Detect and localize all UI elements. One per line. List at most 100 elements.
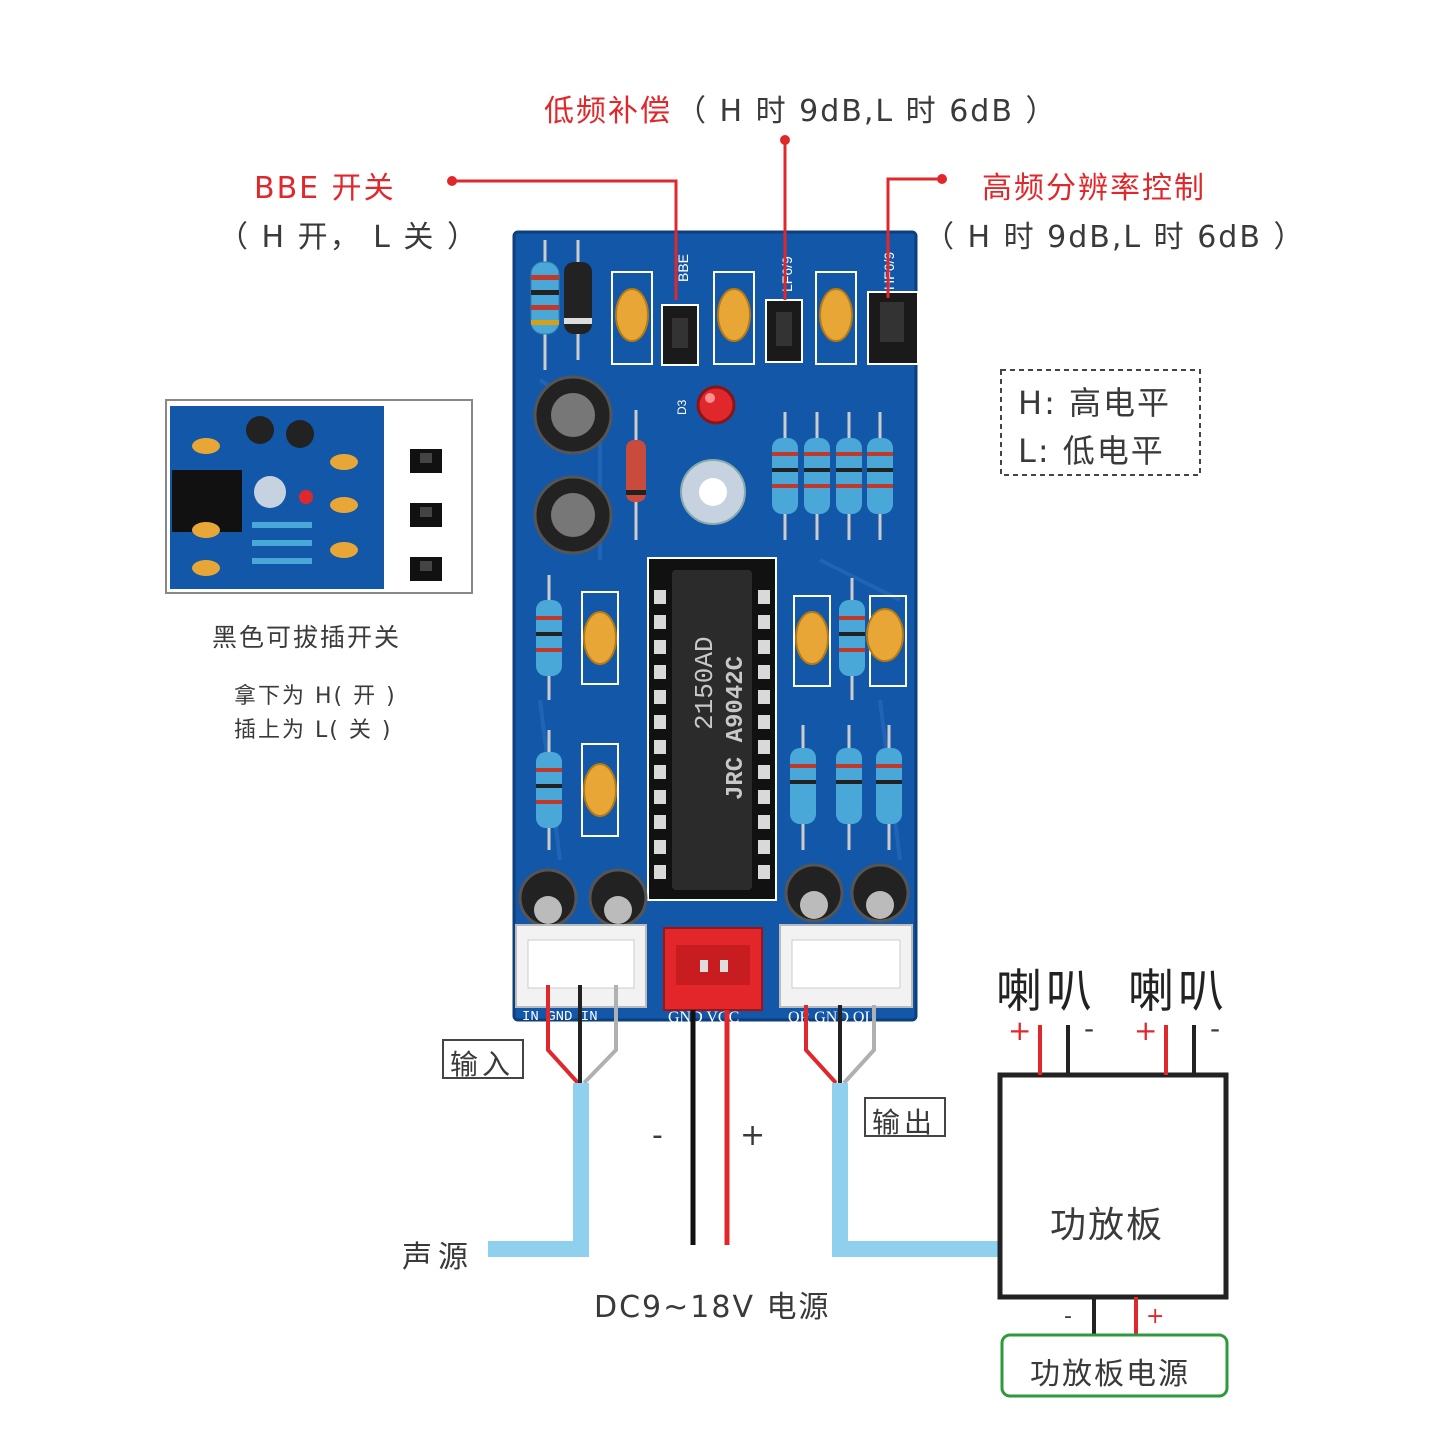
header-bbe-label: BBE bbox=[675, 254, 691, 282]
bbe-switch-detail: （ H 开， L 关 ） bbox=[218, 220, 479, 255]
ic-pin bbox=[654, 765, 666, 779]
diode-top bbox=[564, 240, 592, 360]
ic-pin bbox=[654, 665, 666, 679]
ceramic-capacitor-2 bbox=[713, 271, 755, 365]
ic-pin bbox=[758, 665, 770, 679]
jumper-bbe[interactable] bbox=[661, 304, 699, 366]
source-label: 声源 bbox=[402, 1240, 474, 1275]
resistor-left-2 bbox=[536, 730, 562, 850]
jumper-caption: 黑色可拔插开关 bbox=[212, 623, 402, 652]
speaker2-plus: + bbox=[1134, 1014, 1160, 1047]
ceramic-capacitor-4 bbox=[581, 591, 619, 685]
bass-comp-label: 低频补偿 bbox=[544, 94, 672, 129]
speaker2-minus: - bbox=[1210, 1012, 1223, 1045]
ceramic-capacitor-5 bbox=[581, 743, 619, 837]
resistor-right-1 bbox=[839, 578, 865, 700]
ic-pin bbox=[758, 715, 770, 729]
amp-power-minus: - bbox=[1064, 1304, 1074, 1329]
chip-marking-1: 2150AD bbox=[690, 636, 720, 730]
amp-power-wires bbox=[1092, 1297, 1138, 1335]
power-wires bbox=[690, 1010, 730, 1245]
ic-pin bbox=[758, 790, 770, 804]
input-wires bbox=[546, 985, 618, 1085]
led-indicator bbox=[696, 385, 736, 425]
ic-pin bbox=[758, 765, 770, 779]
ic-pins bbox=[654, 590, 770, 879]
speaker1-minus: - bbox=[1084, 1012, 1097, 1045]
ic-pin bbox=[758, 840, 770, 854]
power-connector[interactable] bbox=[663, 927, 763, 1011]
jumper-hf[interactable] bbox=[867, 291, 919, 365]
ic-pin bbox=[758, 615, 770, 629]
amp-board-label: 功放板 bbox=[1050, 1205, 1165, 1246]
legend-box bbox=[1000, 369, 1201, 476]
power-supply-label: DC9~18V 电源 bbox=[594, 1290, 831, 1325]
header-lf-label: LF6/9 bbox=[779, 256, 795, 292]
ceramic-capacitor-6 bbox=[793, 595, 831, 687]
speaker-wires bbox=[1038, 1025, 1196, 1075]
electrolytic-capacitor-2 bbox=[533, 475, 613, 555]
power-plus: + bbox=[740, 1118, 768, 1153]
bass-comp-detail: （ H 时 9dB,L 时 6dB ） bbox=[676, 94, 1058, 129]
chip-marking-2: JRC A9042C bbox=[723, 656, 750, 800]
callout-lines bbox=[452, 140, 942, 300]
ic-pin bbox=[758, 815, 770, 829]
ic-pin bbox=[654, 715, 666, 729]
led-label: D3 bbox=[675, 399, 689, 415]
amp-power-label: 功放板电源 bbox=[1030, 1357, 1190, 1392]
resistor-left-1 bbox=[536, 575, 562, 700]
ic-pin bbox=[758, 640, 770, 654]
output-tag-box bbox=[864, 1097, 946, 1137]
mounting-hole bbox=[680, 459, 746, 525]
ic-pin bbox=[654, 690, 666, 704]
pin-label-left: IN GND IN bbox=[522, 1009, 598, 1025]
output-wires bbox=[804, 1005, 876, 1085]
speaker1-plus: + bbox=[1008, 1014, 1034, 1047]
ic-chip bbox=[647, 557, 777, 901]
resistor-top-left bbox=[530, 240, 560, 370]
ic-pin bbox=[654, 740, 666, 754]
input-tag: 输入 bbox=[450, 1048, 515, 1081]
treble-control-detail: （ H 时 9dB,L 时 6dB ） bbox=[924, 220, 1306, 255]
output-connector[interactable] bbox=[779, 924, 913, 1008]
ic-pin bbox=[654, 615, 666, 629]
ic-pin bbox=[654, 640, 666, 654]
ic-pin bbox=[758, 590, 770, 604]
ic-pin bbox=[758, 865, 770, 879]
jumper-lf[interactable] bbox=[765, 299, 803, 363]
ic-pin bbox=[654, 590, 666, 604]
ic-pin bbox=[758, 690, 770, 704]
ic-pin bbox=[758, 740, 770, 754]
jumper-note-remove: 拿下为 H( 开 ) bbox=[234, 684, 397, 709]
ceramic-capacitor-7 bbox=[866, 595, 907, 687]
output-cable bbox=[832, 1083, 1000, 1257]
callout-dots bbox=[447, 135, 947, 186]
input-tag-box bbox=[442, 1039, 524, 1079]
loose-jumper-3 bbox=[410, 557, 442, 581]
resistor-bank-right bbox=[772, 412, 893, 540]
amp-power-plus: + bbox=[1146, 1304, 1167, 1329]
jumper-inset-photo bbox=[165, 399, 473, 594]
loose-jumper-1 bbox=[410, 449, 442, 473]
power-minus: - bbox=[652, 1118, 665, 1153]
treble-control-label: 高频分辨率控制 bbox=[982, 171, 1206, 206]
legend-high: H: 高电平 bbox=[1018, 384, 1172, 422]
ceramic-capacitor-3 bbox=[815, 271, 857, 365]
pin-label-mid: GND VCC bbox=[668, 1009, 739, 1026]
pin-label-right: OR GND OL bbox=[788, 1009, 874, 1026]
ic-pin bbox=[654, 865, 666, 879]
ceramic-capacitor-1 bbox=[611, 271, 653, 365]
amp-board-box bbox=[997, 1072, 1229, 1300]
speaker-label-2: 喇叭 bbox=[1128, 964, 1228, 1018]
speaker-label-1: 喇叭 bbox=[996, 964, 1096, 1018]
jumper-note-insert: 插上为 L( 关 ) bbox=[234, 718, 393, 743]
resistor-bank-lower-right bbox=[790, 725, 902, 850]
bbe-switch-label: BBE 开关 bbox=[254, 171, 396, 206]
diode-small bbox=[626, 410, 646, 540]
input-cable bbox=[488, 1083, 589, 1257]
electrolytic-capacitor-bottom bbox=[518, 863, 910, 928]
amp-power-box bbox=[1000, 1333, 1229, 1398]
ic-pin bbox=[654, 790, 666, 804]
ic-pin bbox=[654, 840, 666, 854]
